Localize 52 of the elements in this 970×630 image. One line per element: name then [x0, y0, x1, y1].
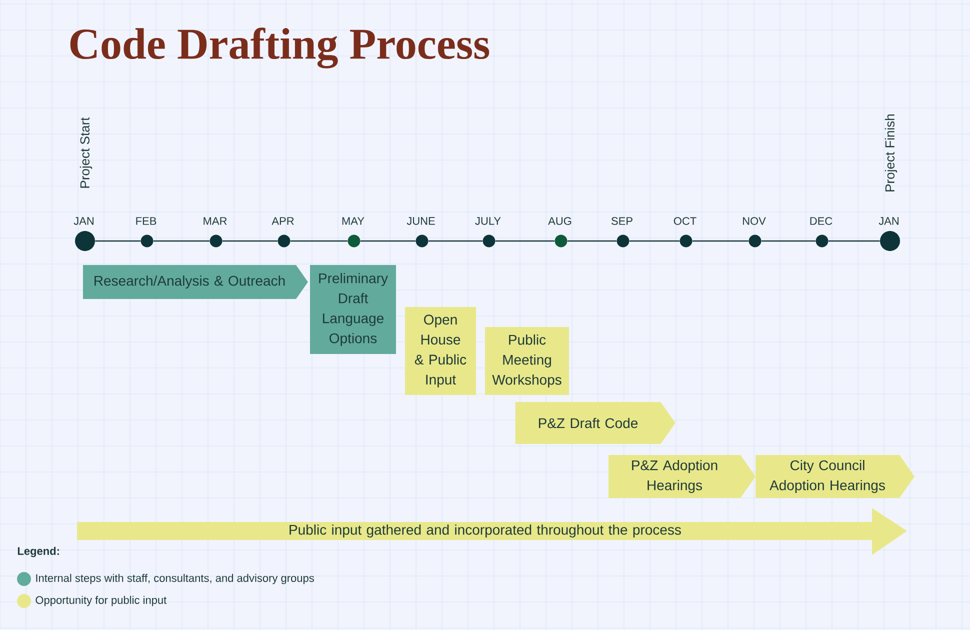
chevron-step: P&Z Adoption Hearings [608, 455, 756, 498]
timeline-dot [278, 234, 290, 248]
month-label: MAR [204, 217, 227, 225]
chevron-step: Research/Analysis & Outreach [82, 265, 308, 299]
step-box: Open House & Public Input [405, 307, 476, 395]
timeline-dot [554, 234, 568, 248]
milestone-label: Project Finish [884, 114, 898, 192]
title: Code Drafting Process [70, 28, 490, 68]
chevron-step: P&Z Draft Code [515, 402, 676, 444]
timeline-line [360, 240, 416, 242]
timeline-dot [75, 231, 95, 251]
timeline-dot [416, 234, 428, 248]
timeline-line [153, 240, 210, 242]
timeline-line [428, 240, 483, 242]
timeline-line [567, 240, 617, 242]
timeline-line [95, 240, 141, 242]
timeline-dot [140, 234, 154, 248]
step-box: Preliminary Draft Language Options [310, 265, 396, 354]
month-label: AUG [548, 217, 572, 225]
timeline-line [495, 240, 555, 242]
timeline-dot [210, 234, 222, 248]
step-box: Public Meeting Workshops [485, 327, 569, 395]
timeline-line [828, 240, 880, 242]
legend-heading: Legend: [18, 546, 59, 558]
month-label: OCT [674, 217, 696, 225]
month-label: MAY [342, 217, 364, 225]
legend-text: Internal steps with staff, consultants, and advisory groups [36, 574, 314, 584]
timeline-dot [880, 231, 900, 251]
timeline-line [692, 240, 749, 242]
month-label: DEC [810, 217, 832, 225]
timeline-line [761, 240, 816, 242]
timeline-line [222, 240, 278, 242]
month-label: APR [272, 217, 294, 225]
arrow-band: Public input gathered and incorporated throughout the process [77, 508, 907, 555]
month-label: FEB [136, 217, 156, 225]
timeline-dot [680, 234, 692, 248]
month-label: SEP [612, 217, 632, 225]
timeline-dot [616, 234, 630, 248]
timeline-line [290, 240, 348, 242]
month-label: JAN [74, 217, 94, 225]
timeline-dot [748, 234, 762, 248]
milestone-label: Project Start [80, 117, 92, 188]
timeline-line [629, 240, 680, 242]
month-label: NOV [743, 217, 766, 225]
timeline-dot [816, 234, 828, 248]
month-label: JAN [878, 217, 898, 225]
timeline-dot [482, 234, 496, 248]
timeline-dot [348, 234, 360, 248]
legend-text: Opportunity for public input [36, 596, 167, 606]
month-label: JUNE [406, 217, 435, 225]
chevron-step: City Council Adoption Hearings [756, 455, 915, 498]
month-label: JULY [475, 217, 501, 225]
